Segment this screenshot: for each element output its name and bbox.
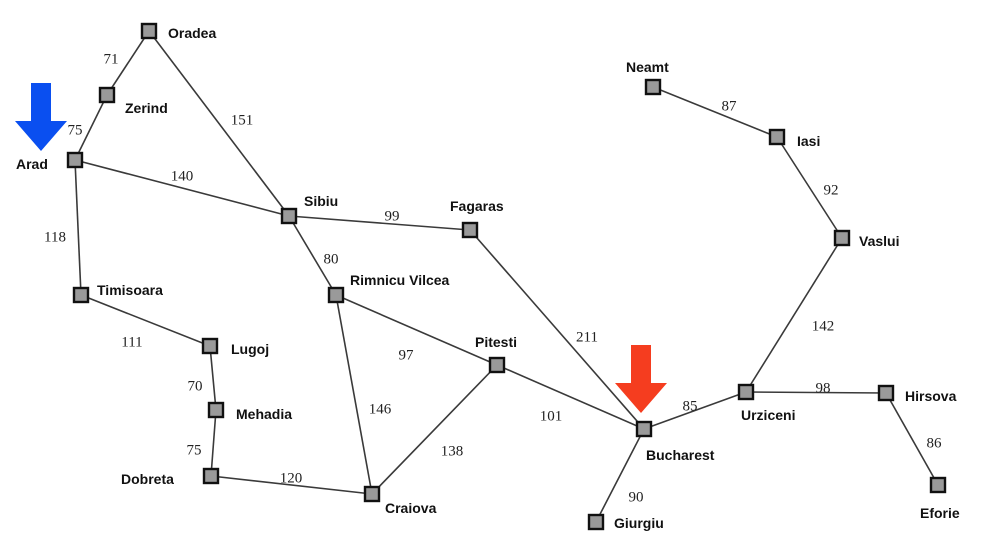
markers-layer xyxy=(15,83,667,413)
cities-layer xyxy=(66,22,947,531)
city-label-zerind: Zerind xyxy=(125,100,168,116)
city-label-dobreta: Dobreta xyxy=(121,471,174,487)
distance-label-urziceni-vaslui: 142 xyxy=(812,318,835,334)
goal-arrow-icon xyxy=(615,345,667,413)
distance-label-rimnicu-pitesti: 97 xyxy=(399,347,415,363)
city-label-mehadia: Mehadia xyxy=(236,406,292,422)
city-node-craiova[interactable] xyxy=(363,485,381,503)
city-node-iasi[interactable] xyxy=(768,128,786,146)
city-labels-layer: OradeaZerindAradTimisoaraLugojMehadiaDob… xyxy=(16,25,960,531)
road-arad-sibiu xyxy=(74,159,290,217)
city-label-rimnicu: Rimnicu Vilcea xyxy=(350,272,450,288)
city-node-fagaras[interactable] xyxy=(461,221,479,239)
distance-label-oradea-sibiu: 151 xyxy=(231,112,254,128)
city-label-neamt: Neamt xyxy=(626,59,669,75)
distance-label-bucharest-urziceni: 85 xyxy=(683,398,698,414)
road-dobreta-craiova xyxy=(210,475,373,495)
city-label-urziceni: Urziceni xyxy=(741,407,795,423)
distance-label-zerind-arad: 75 xyxy=(68,122,83,138)
roads-layer xyxy=(74,30,939,523)
city-node-timisoara[interactable] xyxy=(72,286,90,304)
distance-label-mehadia-dobreta: 75 xyxy=(187,442,202,458)
road-rimnicu-craiova xyxy=(335,294,373,495)
city-label-lugoj: Lugoj xyxy=(231,341,269,357)
distance-label-sibiu-fagaras: 99 xyxy=(385,208,400,224)
start-arrow-icon xyxy=(15,83,67,151)
distance-label-bucharest-giurgiu: 90 xyxy=(629,489,644,505)
distance-label-fagaras-bucharest: 211 xyxy=(576,329,598,345)
city-label-fagaras: Fagaras xyxy=(450,198,504,214)
city-label-sibiu: Sibiu xyxy=(304,193,338,209)
road-sibiu-rimnicu xyxy=(288,215,337,296)
city-node-zerind[interactable] xyxy=(98,86,116,104)
road-fagaras-bucharest xyxy=(469,229,645,430)
road-hirsova-eforie xyxy=(885,392,939,486)
distance-labels-layer: 71 75 151 140 118 111 70 75 120 99 80 97 146 138 101 21… xyxy=(44,51,942,505)
city-label-pitesti: Pitesti xyxy=(475,334,517,350)
city-label-eforie: Eforie xyxy=(920,505,960,521)
distance-label-arad-sibiu: 140 xyxy=(171,168,194,184)
city-node-mehadia[interactable] xyxy=(207,401,225,419)
city-label-craiova: Craiova xyxy=(385,500,437,516)
road-sibiu-fagaras xyxy=(288,215,471,231)
distance-label-lugoj-mehadia: 70 xyxy=(188,378,203,394)
distance-label-vaslui-iasi: 92 xyxy=(824,182,839,198)
city-node-giurgiu[interactable] xyxy=(587,513,605,531)
city-node-bucharest[interactable] xyxy=(635,420,653,438)
road-urziceni-vaslui xyxy=(745,237,843,393)
city-node-neamt[interactable] xyxy=(644,78,662,96)
road-urziceni-hirsova xyxy=(745,391,887,394)
distance-label-urziceni-hirsova: 98 xyxy=(816,380,831,396)
city-node-dobreta[interactable] xyxy=(202,467,220,485)
city-node-lugoj[interactable] xyxy=(201,337,219,355)
road-bucharest-urziceni xyxy=(643,391,747,430)
city-label-giurgiu: Giurgiu xyxy=(614,515,664,531)
city-label-arad: Arad xyxy=(16,156,48,172)
road-oradea-sibiu xyxy=(148,30,290,217)
road-oradea-zerind xyxy=(106,30,150,96)
city-node-arad[interactable] xyxy=(66,151,84,169)
city-node-rimnicu[interactable] xyxy=(327,286,345,304)
city-node-vaslui[interactable] xyxy=(833,229,851,247)
city-label-timisoara: Timisoara xyxy=(97,282,163,298)
distance-label-pitesti-bucharest: 101 xyxy=(540,408,563,424)
road-bucharest-giurgiu xyxy=(595,428,645,523)
city-node-hirsova[interactable] xyxy=(877,384,895,402)
city-node-eforie[interactable] xyxy=(929,476,947,494)
distance-label-arad-timisoara: 118 xyxy=(44,229,66,245)
distance-label-timisoara-lugoj: 111 xyxy=(121,334,142,350)
distance-label-iasi-neamt: 87 xyxy=(722,98,738,114)
road-lugoj-mehadia xyxy=(209,345,217,411)
city-label-bucharest: Bucharest xyxy=(646,447,715,463)
distance-label-hirsova-eforie: 86 xyxy=(927,435,943,451)
road-arad-timisoara xyxy=(74,159,82,296)
city-node-oradea[interactable] xyxy=(140,22,158,40)
city-node-urziceni[interactable] xyxy=(737,383,755,401)
city-label-hirsova: Hirsova xyxy=(905,388,957,404)
distance-label-craiova-pitesti: 138 xyxy=(441,443,464,459)
road-craiova-pitesti xyxy=(371,364,498,495)
city-node-sibiu[interactable] xyxy=(280,207,298,225)
distance-label-rimnicu-craiova: 146 xyxy=(369,401,392,417)
road-rimnicu-pitesti xyxy=(335,294,498,366)
road-mehadia-dobreta xyxy=(210,409,217,477)
distance-label-sibiu-rimnicu: 80 xyxy=(324,251,339,267)
city-node-pitesti[interactable] xyxy=(488,356,506,374)
road-vaslui-iasi xyxy=(776,136,843,239)
distance-label-dobreta-craiova: 120 xyxy=(280,470,303,486)
city-label-oradea: Oradea xyxy=(168,25,216,41)
road-timisoara-lugoj xyxy=(80,294,211,347)
city-label-vaslui: Vaslui xyxy=(859,233,899,249)
city-label-iasi: Iasi xyxy=(797,133,820,149)
road-zerind-arad xyxy=(74,94,108,161)
distance-label-oradea-zerind: 71 xyxy=(104,51,119,67)
road-pitesti-bucharest xyxy=(496,364,645,430)
road-iasi-neamt xyxy=(652,86,778,138)
